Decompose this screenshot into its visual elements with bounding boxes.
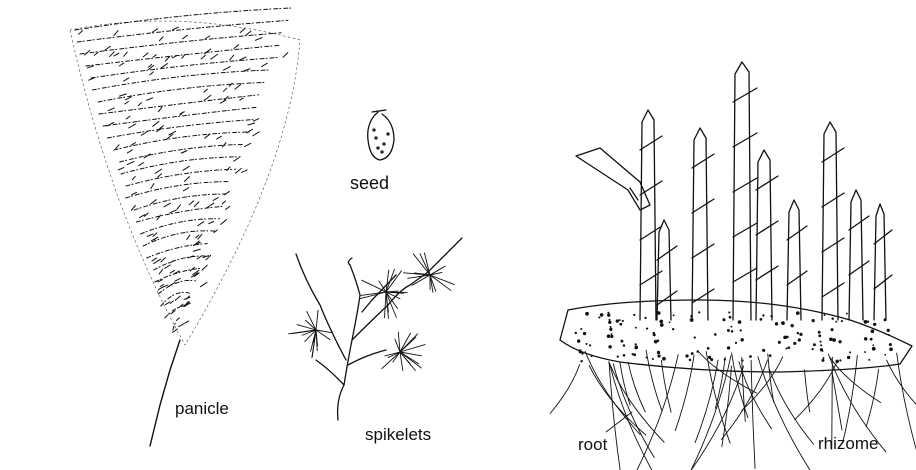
- spikelets-label: spikelets: [365, 426, 431, 443]
- rhizome-label: rhizome: [818, 435, 878, 452]
- seed-label: seed: [350, 174, 389, 192]
- spikelets-drawing: [289, 238, 462, 420]
- seed-drawing: [368, 110, 394, 160]
- rhizome-drawing: [550, 62, 916, 470]
- panicle-label: panicle: [175, 400, 229, 417]
- root-label: root: [578, 436, 607, 453]
- panicle-drawing: [70, 8, 300, 446]
